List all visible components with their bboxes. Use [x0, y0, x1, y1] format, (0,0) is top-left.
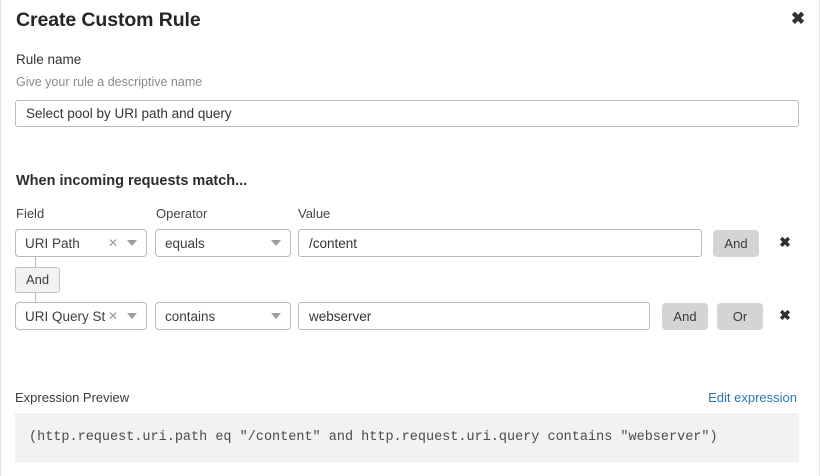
or-button-2[interactable]: Or — [717, 303, 763, 330]
chevron-down-icon — [127, 313, 137, 319]
operator-select-label-1: equals — [165, 235, 205, 251]
close-small-icon[interactable]: ✕ — [107, 236, 118, 250]
field-select-2[interactable]: URI Query St... ✕ — [15, 302, 147, 330]
operator-select-1[interactable]: equals — [155, 229, 291, 257]
connector-and-button[interactable]: And — [15, 267, 61, 293]
connector-line-top — [35, 257, 36, 267]
column-header-operator: Operator — [156, 206, 208, 221]
chevron-down-icon — [127, 240, 137, 246]
delete-row-button-1[interactable]: ✖ — [779, 234, 791, 250]
close-icon[interactable]: ✖ — [790, 8, 806, 28]
rule-name-help-text: Give your rule a descriptive name — [16, 75, 203, 89]
chevron-down-icon — [271, 313, 281, 319]
value-input-1[interactable] — [298, 229, 702, 257]
expression-preview-box: (http.request.uri.path eq "/content" and… — [15, 413, 799, 462]
edit-expression-link[interactable]: Edit expression — [708, 390, 797, 405]
close-small-icon[interactable]: ✕ — [107, 309, 118, 323]
chevron-down-icon — [271, 240, 281, 246]
rule-name-label: Rule name — [16, 52, 82, 67]
page-title: Create Custom Rule — [16, 9, 201, 31]
field-select-label-1: URI Path — [25, 235, 80, 251]
and-button-1[interactable]: And — [713, 230, 759, 257]
field-select-1[interactable]: URI Path ✕ — [15, 229, 147, 257]
and-button-2[interactable]: And — [662, 303, 708, 330]
expression-preview-label: Expression Preview — [15, 390, 130, 405]
row-connector: And — [1, 257, 201, 305]
connector-line-bottom — [35, 293, 36, 303]
operator-select-2[interactable]: contains — [155, 302, 291, 330]
column-header-field: Field — [16, 206, 45, 221]
value-input-2[interactable] — [298, 302, 650, 330]
match-section-heading: When incoming requests match... — [16, 173, 248, 189]
rule-name-input[interactable] — [15, 100, 799, 127]
expression-preview-text: (http.request.uri.path eq "/content" and… — [29, 430, 718, 445]
delete-row-button-2[interactable]: ✖ — [779, 307, 791, 323]
column-header-value: Value — [298, 206, 331, 221]
field-select-label-2: URI Query St... — [25, 308, 106, 324]
operator-select-label-2: contains — [165, 308, 216, 324]
